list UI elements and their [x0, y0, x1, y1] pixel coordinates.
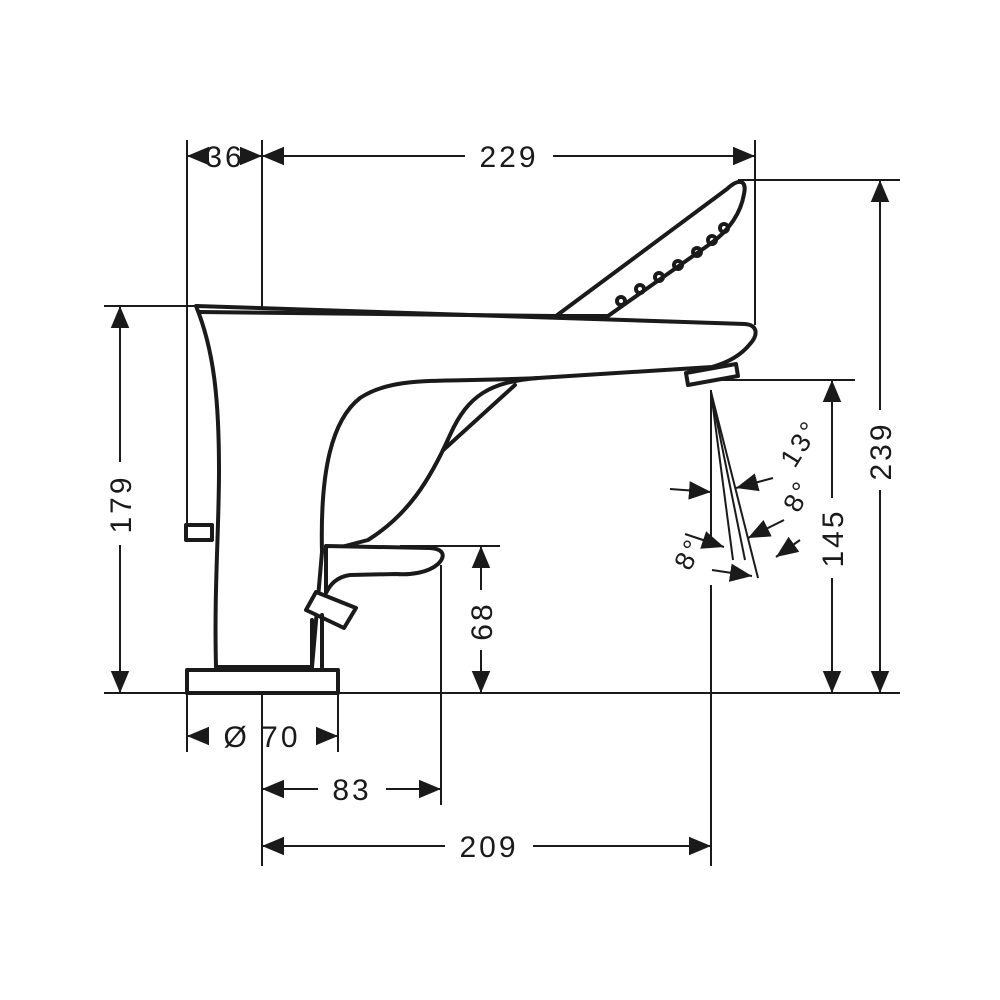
rear-button — [184, 523, 214, 542]
lever-handle — [324, 544, 445, 595]
spout-body — [194, 304, 758, 669]
dim-base-diameter: Ø 70 — [223, 721, 300, 754]
body-arch — [319, 376, 540, 554]
base-plate — [185, 668, 340, 695]
dim-total-length: 229 — [479, 141, 538, 174]
mixer-outline — [184, 180, 758, 695]
dim-spout-height: 179 — [105, 474, 138, 533]
dim-lever-height: 68 — [466, 601, 499, 640]
spout-inner — [198, 310, 558, 318]
dim-spindle-offset: 36 — [205, 141, 244, 174]
dimension-lines — [110, 146, 890, 856]
spray-angle-lines — [710, 391, 759, 579]
dim-lever-reach: 83 — [332, 774, 371, 807]
lever-stem — [310, 613, 324, 669]
angle-lower: 8° — [668, 533, 709, 575]
dim-total-height: 239 — [865, 421, 898, 480]
angle-middle: 8° — [777, 475, 818, 517]
angle-upper: 13° — [774, 414, 826, 472]
dim-spout-reach: 209 — [459, 831, 518, 864]
hand-shower — [554, 180, 747, 318]
lever-pivot — [304, 590, 358, 630]
aerator — [684, 362, 740, 387]
spray-nozzles — [615, 222, 730, 307]
dim-outlet-height: 145 — [817, 508, 850, 567]
